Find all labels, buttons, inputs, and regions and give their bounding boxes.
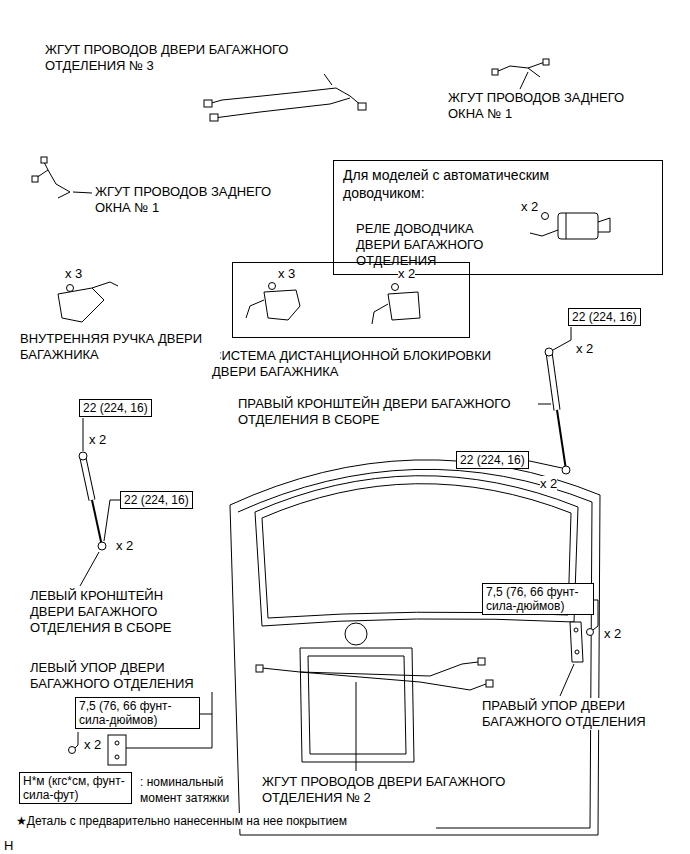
part-label: ВНУТРЕННЯЯ РУЧКА ДВЕРИ БАГАЖНИКА (20, 331, 220, 363)
part-label: ПРАВЫЙ КРОНШТЕЙН ДВЕРИ БАГАЖНОГО ОТДЕЛЕН… (238, 396, 538, 428)
box-heading: Для моделей с автоматическим доводчиком: (343, 166, 598, 202)
torque-value: Н*м (кгс*см, фунт-сила-фут) (23, 774, 128, 802)
quantity-mark: x 2 (398, 266, 415, 282)
quantity-mark: x 3 (278, 266, 295, 282)
quantity-mark: x 3 (65, 266, 82, 282)
part-label: ЖГУТ ПРОВОДОВ ДВЕРИ БАГАЖНОГО ОТДЕЛЕНИЯ … (45, 42, 330, 74)
torque-value: 22 (224, 16) (460, 453, 525, 467)
quantity-mark: x 2 (521, 199, 538, 215)
quantity-mark: x 2 (540, 476, 557, 492)
quantity-mark: x 2 (576, 341, 593, 357)
group-outline (232, 262, 470, 338)
quantity-mark: x 2 (84, 737, 101, 753)
quantity-mark: x 2 (116, 538, 133, 554)
part-name: СИСТЕМА ДИСТАНЦИОННОЙ БЛОКИРОВКИ ДВЕРИ Б… (212, 348, 494, 380)
option-box: Для моделей с автоматическим доводчиком:… (333, 160, 663, 275)
part-label: ★Деталь с предварительно нанесенным на н… (16, 813, 436, 829)
torque-box: 22 (224, 16) (456, 451, 529, 469)
torque-box: 22 (224, 16) (79, 399, 152, 417)
part-label: ЖГУТ ПРОВОДОВ ДВЕРИ БАГАЖНОГО ОТДЕЛЕНИЯ … (262, 774, 547, 806)
torque-box: 22 (224, 16) (120, 491, 193, 509)
torque-box: 22 (224, 16) (568, 308, 641, 326)
part-label: ЛЕВЫЙ УПОР ДВЕРИ БАГАЖНОГО ОТДЕЛЕНИЯ (30, 660, 215, 692)
quantity-mark: x 2 (89, 432, 106, 448)
quantity-mark: x 2 (604, 626, 621, 642)
torque-value: 22 (224, 16) (572, 310, 637, 324)
part-label: ЖГУТ ПРОВОДОВ ЗАДНЕГО ОКНА № 1 (95, 184, 295, 216)
part-label: : номинальный момент затяжки (140, 774, 234, 806)
torque-value: 7,5 (76, 66 фунт-сила-дюймов) (79, 699, 196, 727)
legend-box: Н*м (кгс*см, фунт-сила-фут) (19, 772, 132, 804)
part-label: ЖГУТ ПРОВОДОВ ЗАДНЕГО ОКНА № 1 (448, 90, 648, 122)
group-frame: СИСТЕМА ДИСТАНЦИОННОЙ БЛОКИРОВКИ ДВЕРИ Б… (212, 262, 500, 386)
torque-box: 7,5 (76, 66 фунт-сила-дюймов) (75, 697, 200, 729)
torque-value: 22 (224, 16) (124, 493, 189, 507)
torque-value: 7,5 (76, 66 фунт-сила-дюймов) (486, 585, 590, 613)
torque-box: 7,5 (76, 66 фунт-сила-дюймов) (482, 583, 594, 615)
page-mark: H (4, 838, 13, 854)
part-label: ЛЕВЫЙ КРОНШТЕЙН ДВЕРИ БАГАЖНОГО ОТДЕЛЕНИ… (30, 588, 195, 636)
torque-value: 22 (224, 16) (83, 401, 148, 415)
part-label: ПРАВЫЙ УПОР ДВЕРИ БАГАЖНОГО ОТДЕЛЕНИЯ (482, 698, 667, 730)
